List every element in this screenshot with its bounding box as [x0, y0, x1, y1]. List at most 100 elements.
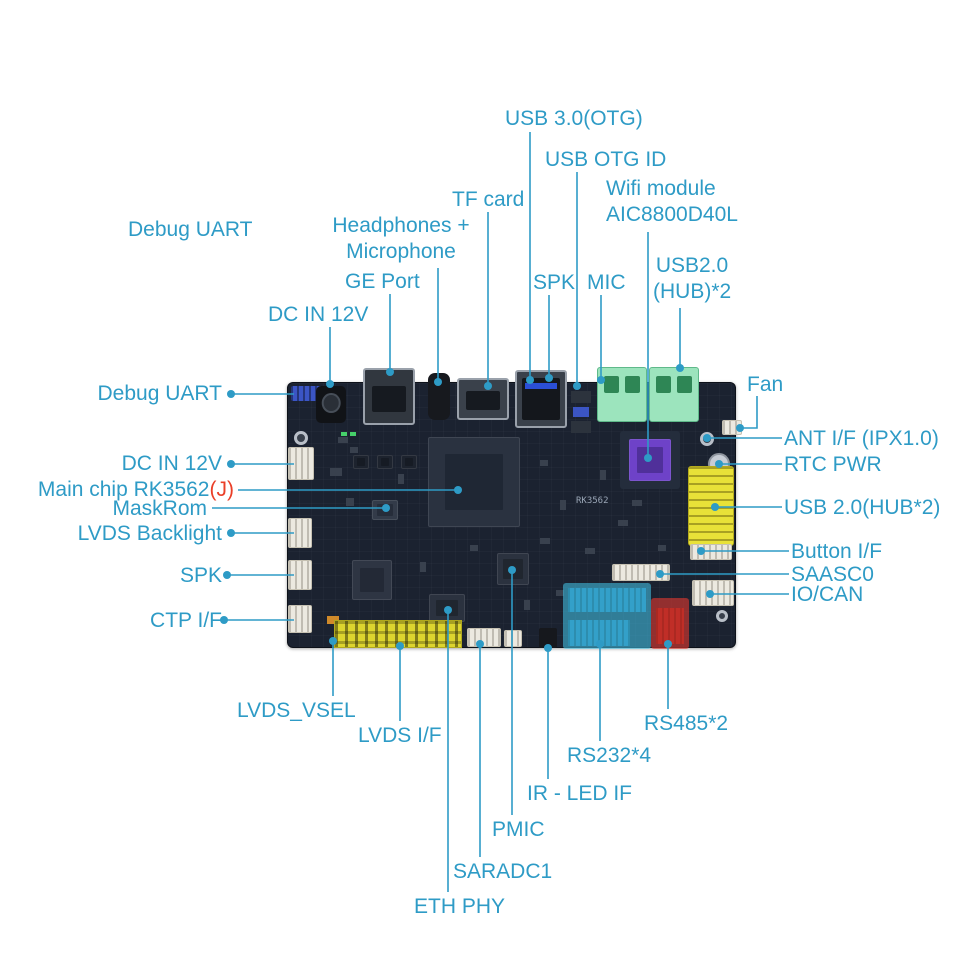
mounting-hole-tl [294, 431, 308, 445]
label-rs232: RS232*4 [567, 743, 651, 769]
capacitor [398, 474, 404, 484]
label-text: LVDS_VSEL [237, 699, 356, 722]
label-ant-if: ANT I/F (IPX1.0) [784, 426, 939, 452]
dc-in-connector [288, 447, 314, 480]
main-chip-rk3562 [428, 437, 520, 527]
capacitor [470, 545, 478, 551]
label-io-can: IO/CAN [791, 582, 863, 608]
leader-dot-dc-in-left [227, 460, 235, 468]
label-dc-in-top: DC IN 12V [268, 302, 368, 328]
capacitor [540, 538, 550, 544]
leader-dot-debug-uart-left [227, 390, 235, 398]
label-text: Debug UART [97, 382, 222, 405]
capacitor [346, 498, 354, 506]
label-dc-in-left: DC IN 12V [92, 451, 222, 477]
audio-jack [428, 373, 450, 420]
terminal-block-1 [597, 367, 647, 422]
label-text: LVDS I/F [358, 724, 442, 747]
leader-line-fan [740, 396, 758, 429]
label-text-line2: AIC8800D40L [606, 203, 738, 226]
label-ctp-if: CTP I/F [92, 608, 222, 634]
label-saradc1: SARADC1 [453, 859, 552, 885]
label-usb2-hub-right: USB 2.0(HUB*2) [784, 495, 940, 521]
debug-uart-connector [291, 386, 323, 401]
small-ic [353, 455, 369, 469]
label-main-chip: Main chip RK3562(J) [28, 477, 234, 503]
label-lvds-backlight: LVDS Backlight [50, 521, 222, 547]
label-text: USB OTG ID [545, 148, 667, 171]
label-text: ANT I/F (IPX1.0) [784, 427, 939, 450]
label-lvds-vsel: LVDS_VSEL [237, 698, 356, 724]
label-usb2-hub-top: USB2.0 (HUB)*2 [653, 253, 731, 305]
label-text: MaskRom [112, 497, 207, 520]
label-button-if: Button I/F [791, 539, 882, 565]
label-text: Button I/F [791, 540, 883, 563]
label-text: SPK [533, 271, 576, 294]
leader-dot-spk-left [223, 571, 231, 579]
label-text-line2: Microphone [346, 240, 456, 263]
label-text: LVDS Backlight [77, 522, 222, 545]
rs232-highlight-zone [563, 583, 651, 649]
dc-jack [316, 386, 346, 423]
label-ir-led-if: IR - LED IF [527, 781, 632, 807]
capacitor [338, 437, 348, 443]
lvds-header [334, 620, 462, 648]
ic-chip [352, 560, 392, 600]
label-text: DC IN 12V [268, 303, 369, 326]
pmic-chip [497, 553, 529, 585]
label-rtc-pwr: RTC PWR [784, 452, 882, 478]
label-text: IO/CAN [791, 583, 864, 606]
terminal-block-2 [649, 367, 699, 422]
usb2-hub-connector [688, 466, 734, 546]
small-ic [401, 455, 417, 469]
eth-jack-ge-port [363, 368, 415, 425]
label-text: Debug UART [128, 218, 253, 241]
wifi-chip [629, 439, 671, 481]
capacitor [420, 562, 426, 572]
label-headphones-mic: Headphones + Microphone [328, 213, 474, 265]
label-text: SARADC1 [453, 860, 553, 883]
label-text: RS232*4 [567, 744, 652, 767]
label-text: DC IN 12V [121, 452, 222, 475]
bottom-header-1 [467, 628, 501, 647]
led [341, 432, 347, 436]
label-text-line2: (HUB)*2 [653, 280, 732, 303]
capacitor [350, 447, 358, 453]
eth-phy-chip [429, 594, 465, 622]
label-text: IR - LED IF [527, 782, 633, 805]
capacitor [556, 590, 564, 596]
usb3-port [515, 370, 567, 428]
small-ic [377, 455, 393, 469]
leader-dot-lvds-backlight [227, 529, 235, 537]
tf-card-slot [457, 378, 509, 420]
label-text: RTC PWR [784, 453, 882, 476]
label-ge-port: GE Port [345, 269, 420, 295]
capacitor [330, 468, 342, 476]
label-text: TF card [452, 188, 525, 211]
capacitor [540, 460, 548, 466]
label-text: Fan [747, 373, 784, 396]
spk-component [571, 421, 591, 433]
label-text: USB 2.0(HUB*2) [784, 496, 941, 519]
spk-connector [288, 560, 312, 590]
capacitor [524, 600, 530, 610]
ir-receiver [539, 628, 557, 648]
label-text: MIC [587, 271, 626, 294]
lvds-vsel-jumper [327, 616, 339, 624]
mounting-hole-br [716, 610, 728, 622]
label-text: Headphones + [332, 214, 470, 237]
label-text: RS485*2 [644, 712, 729, 735]
label-eth-phy: ETH PHY [414, 894, 505, 920]
lvds-backlight-connector [288, 518, 312, 548]
label-text: CTP I/F [150, 609, 222, 632]
label-text: GE Port [345, 270, 420, 293]
label-text: USB2.0 [655, 254, 729, 277]
label-usb-otg-id: USB OTG ID [545, 147, 666, 173]
label-text: Wifi module [606, 177, 716, 200]
label-spk-left: SPK [92, 563, 222, 589]
label-tf-card: TF card [452, 187, 524, 213]
label-text: Main chip RK3562(J) [37, 478, 234, 501]
label-text: SPK [179, 564, 222, 587]
